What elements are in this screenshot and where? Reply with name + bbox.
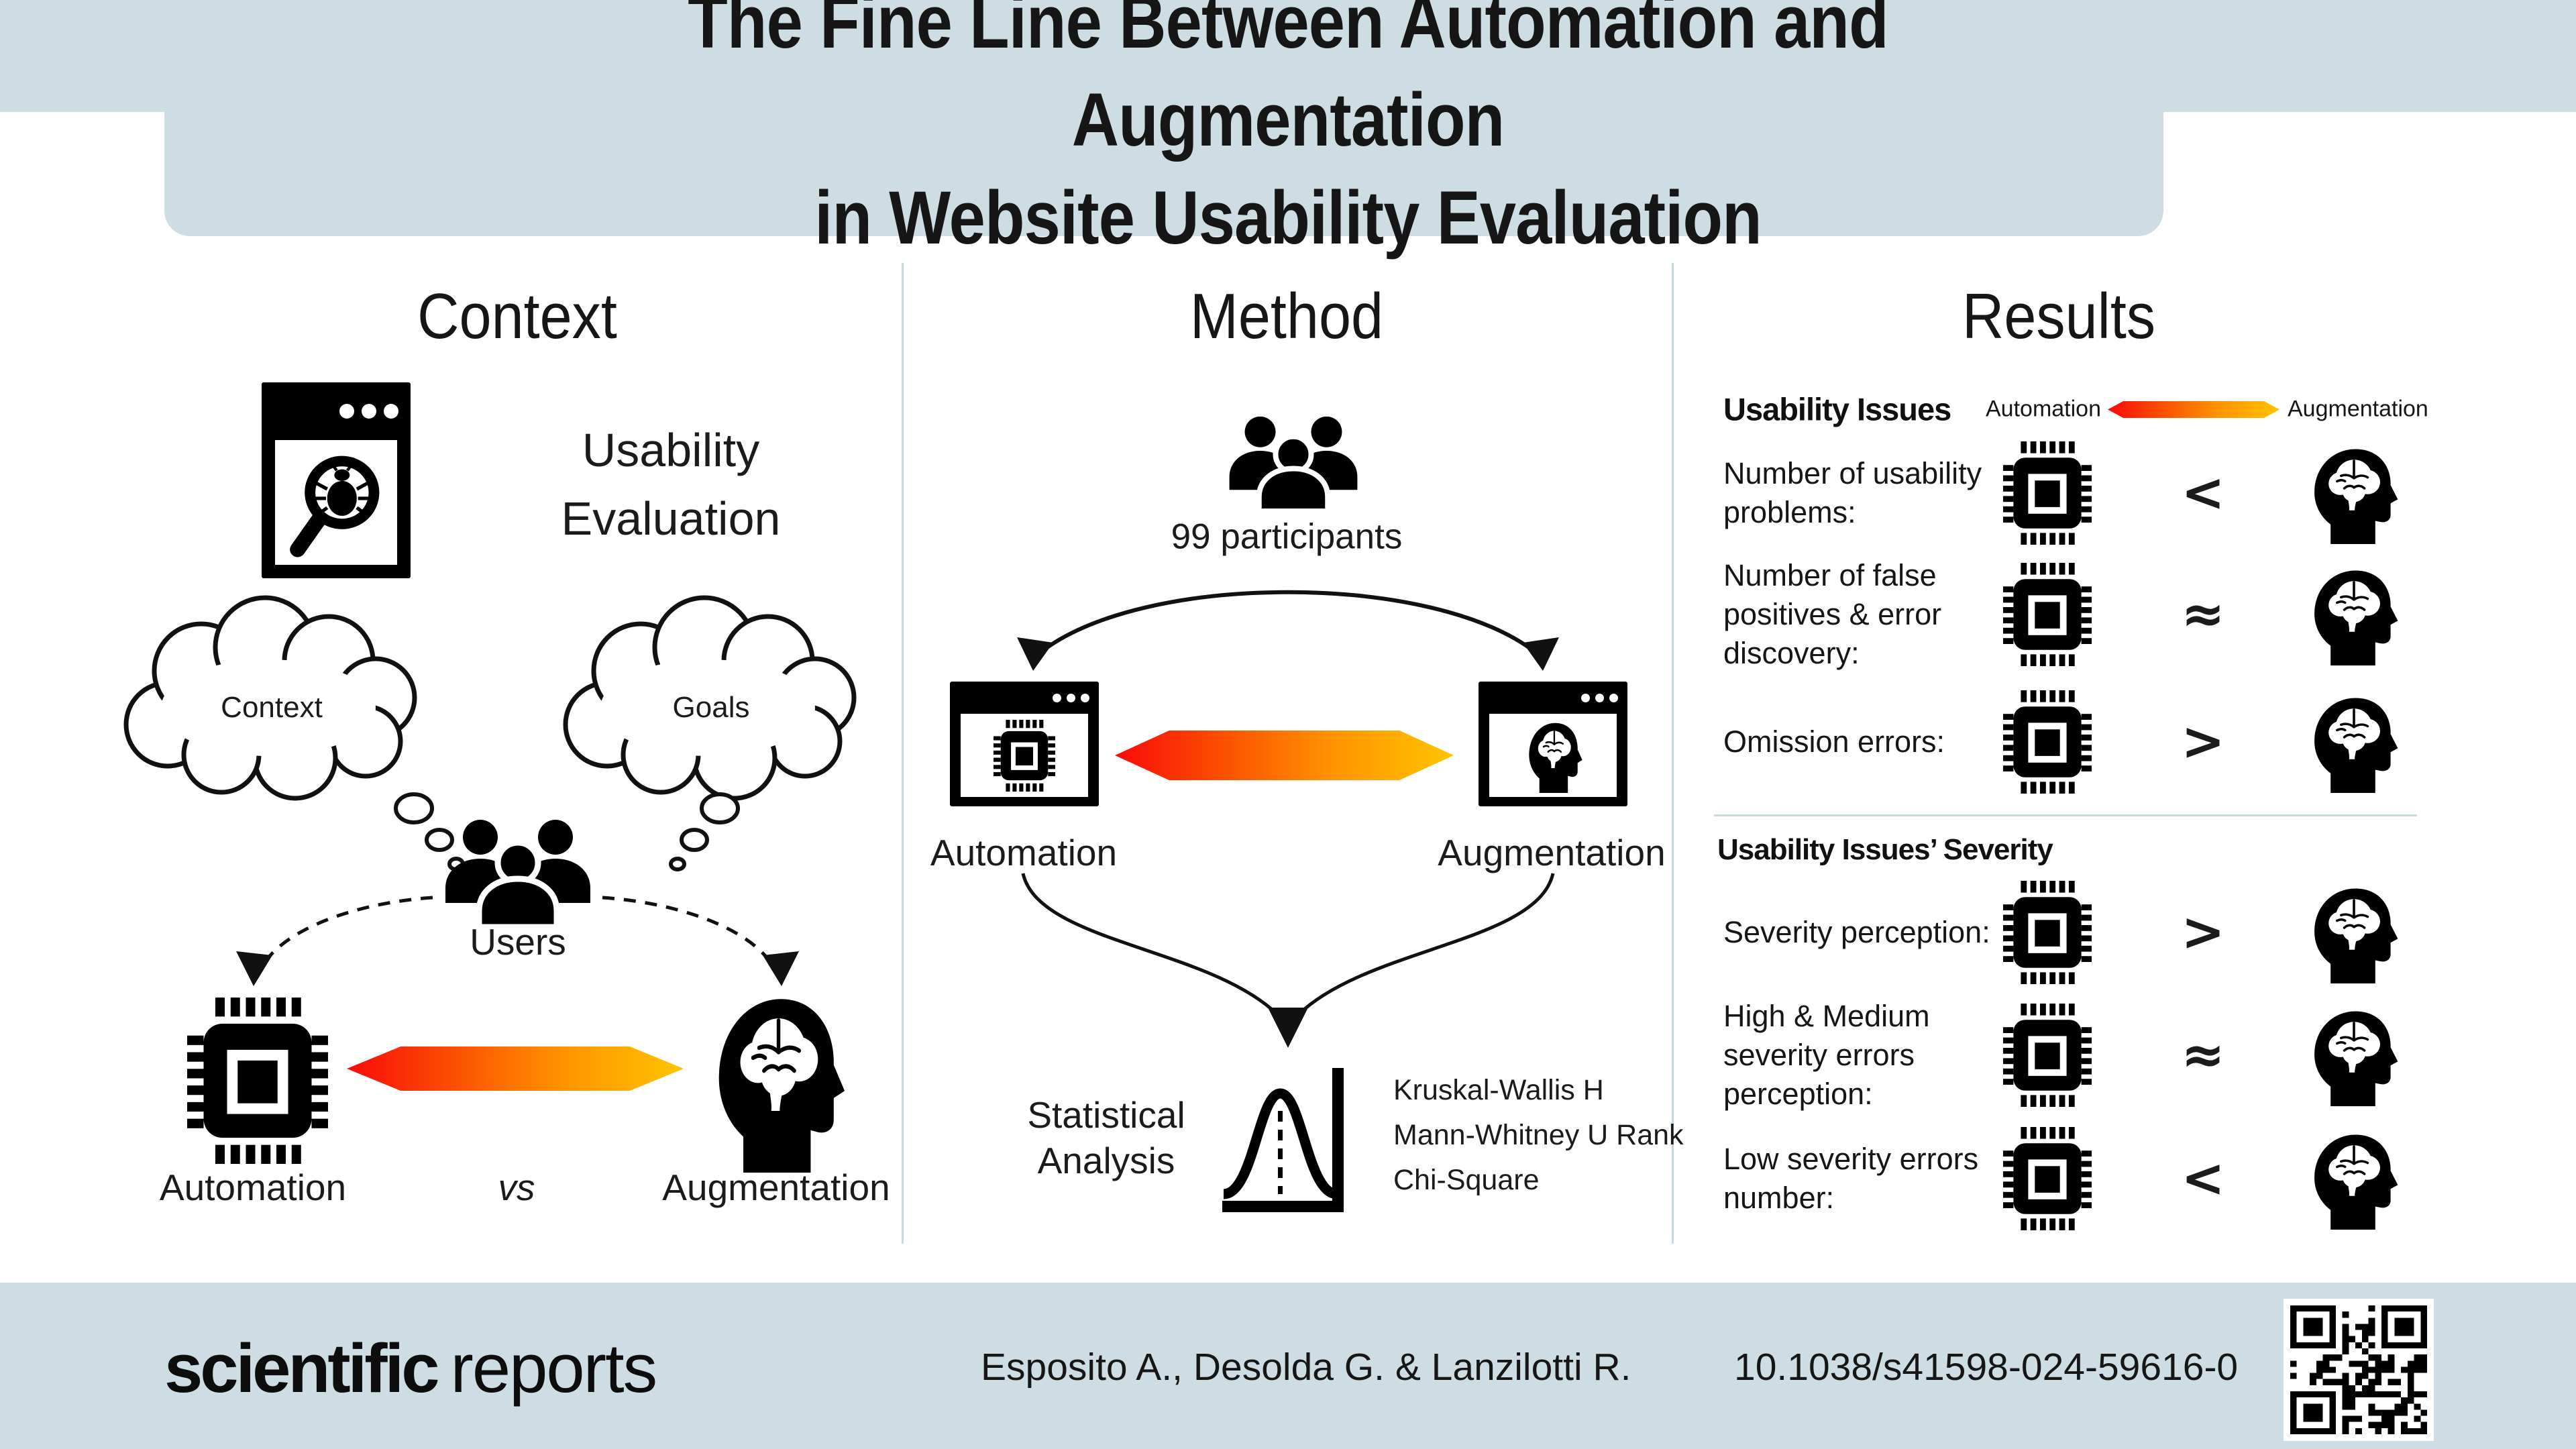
participants-arc — [1037, 590, 1539, 656]
result-row-label: High & Medium severity errors perception… — [1723, 999, 1930, 1111]
brain-head-icon — [2306, 881, 2398, 983]
poster-title-line1: The Fine Line Between Automation and Aug… — [688, 0, 1888, 162]
legend-gradient-arrow — [2108, 401, 2279, 418]
context-heading: Context — [417, 280, 617, 352]
title-box: The Fine Line Between Automation and Aug… — [164, 0, 2163, 260]
users-group-icon — [437, 813, 598, 927]
test-item: Mann-Whitney U Rank — [1393, 1119, 1684, 1151]
legend-automation-label: Automation — [1986, 396, 2101, 422]
vs-label: vs — [498, 1167, 535, 1208]
window-dot — [1609, 693, 1618, 702]
journal-name-bold: scientific — [164, 1330, 440, 1407]
context-automation-label: Automation — [159, 1167, 347, 1208]
converge-arrow-head — [1268, 1008, 1308, 1048]
cloud-label-context: Context — [221, 691, 323, 724]
brain-head-icon — [2306, 442, 2398, 544]
column-divider-right — [1672, 263, 1674, 1244]
dashed-arrow-left-head — [236, 951, 272, 986]
window-dot — [1081, 693, 1089, 702]
brain-head-icon — [2306, 691, 2398, 793]
brain-head-icon — [706, 986, 845, 1173]
column-divider-left — [902, 263, 904, 1244]
window-dot — [362, 404, 376, 419]
doi-text: 10.1038/s41598-024-59616-0 — [1734, 1346, 2239, 1389]
dashed-arrow-right-head — [763, 951, 799, 986]
qr-pattern — [2290, 1305, 2427, 1434]
relation-symbol: > — [2181, 902, 2225, 963]
relation-symbol: ≈ — [2181, 584, 2225, 645]
cpu-chip-icon — [2003, 563, 2092, 666]
automation-augmentation-gradient-arrow — [347, 1046, 684, 1091]
browser-window-icon — [262, 382, 411, 578]
poster-title-line2: in Website Usability Evaluation — [814, 176, 1762, 260]
method-automation-label: Automation — [930, 832, 1118, 873]
footer-band — [0, 1283, 2576, 1449]
users-label: Users — [470, 921, 566, 963]
participants-label: 99 participants — [1171, 517, 1403, 557]
brain-head-icon — [1523, 718, 1582, 793]
brain-head-icon — [2306, 1004, 2398, 1106]
result-row-label: Number of usability problems: — [1723, 456, 1982, 529]
statistical-tests-list: Kruskal-Wallis H Mann-Whitney U Rank Chi… — [1393, 1068, 1684, 1203]
cpu-chip-icon — [2003, 441, 2092, 545]
cpu-chip-icon — [187, 998, 328, 1164]
thought-cloud-right — [563, 595, 857, 801]
relation-symbol: > — [2181, 712, 2225, 772]
cloud-label-goals: Goals — [672, 691, 750, 724]
result-row-label: Omission errors: — [1723, 724, 1945, 759]
test-item: Kruskal-Wallis H — [1393, 1074, 1604, 1106]
participants-icon — [1222, 411, 1364, 511]
dashed-arrow-left — [261, 896, 433, 966]
cpu-chip-icon — [994, 720, 1055, 792]
dashed-arrow-right — [602, 896, 774, 966]
augmentation-window-icon — [1479, 682, 1627, 806]
participants-arc-head-right — [1523, 637, 1559, 671]
participants-arc-head-left — [1017, 637, 1053, 671]
result-row-label: Number of false positives & error discov… — [1723, 558, 1942, 670]
method-heading: Method — [1189, 280, 1384, 352]
automation-window-icon — [950, 682, 1099, 806]
cpu-chip-icon — [2003, 881, 2092, 984]
window-dot — [1067, 693, 1075, 702]
relation-symbol: < — [2181, 1148, 2225, 1209]
cpu-chip-icon — [2003, 1004, 2092, 1107]
window-dot — [1595, 693, 1604, 702]
result-row-label: Low severity errors number: — [1723, 1142, 1979, 1215]
brain-head-icon — [2306, 1128, 2398, 1230]
cpu-chip-icon — [2003, 690, 2092, 794]
test-item: Chi-Square — [1393, 1164, 1540, 1196]
cpu-chip-icon — [2003, 1127, 2092, 1230]
usability-severity-title: Usability Issues’ Severity — [1717, 833, 2053, 866]
legend-augmentation-label: Augmentation — [2288, 396, 2428, 422]
bell-curve-icon — [1222, 1068, 1344, 1212]
usability-evaluation-label: Usability Evaluation — [561, 424, 781, 545]
context-augmentation-label: Augmentation — [662, 1167, 890, 1208]
usability-issues-title: Usability Issues — [1723, 391, 1951, 427]
relation-symbol: < — [2181, 463, 2225, 523]
window-dot — [1053, 693, 1061, 702]
statistical-analysis-label: Statistical Analysis — [1027, 1094, 1185, 1181]
converge-curves — [1021, 873, 1555, 1016]
window-dot — [339, 404, 354, 419]
thought-cloud-left — [123, 595, 417, 801]
qr-code — [2284, 1299, 2434, 1441]
method-gradient-arrow — [1115, 731, 1454, 780]
authors-text: Esposito A., Desolda G. & Lanzilotti R. — [981, 1346, 1631, 1389]
relation-symbol: ≈ — [2181, 1025, 2225, 1085]
method-augmentation-label: Augmentation — [1438, 832, 1666, 873]
results-heading: Results — [1962, 280, 2156, 352]
journal-name-light: reports — [450, 1330, 658, 1407]
bug-magnifier-icon — [286, 441, 386, 564]
results-section-divider — [1714, 814, 2417, 816]
brain-head-icon — [2306, 564, 2398, 665]
window-dot — [384, 404, 398, 419]
window-dot — [1581, 693, 1590, 702]
result-row-label: Severity perception: — [1723, 915, 1990, 949]
